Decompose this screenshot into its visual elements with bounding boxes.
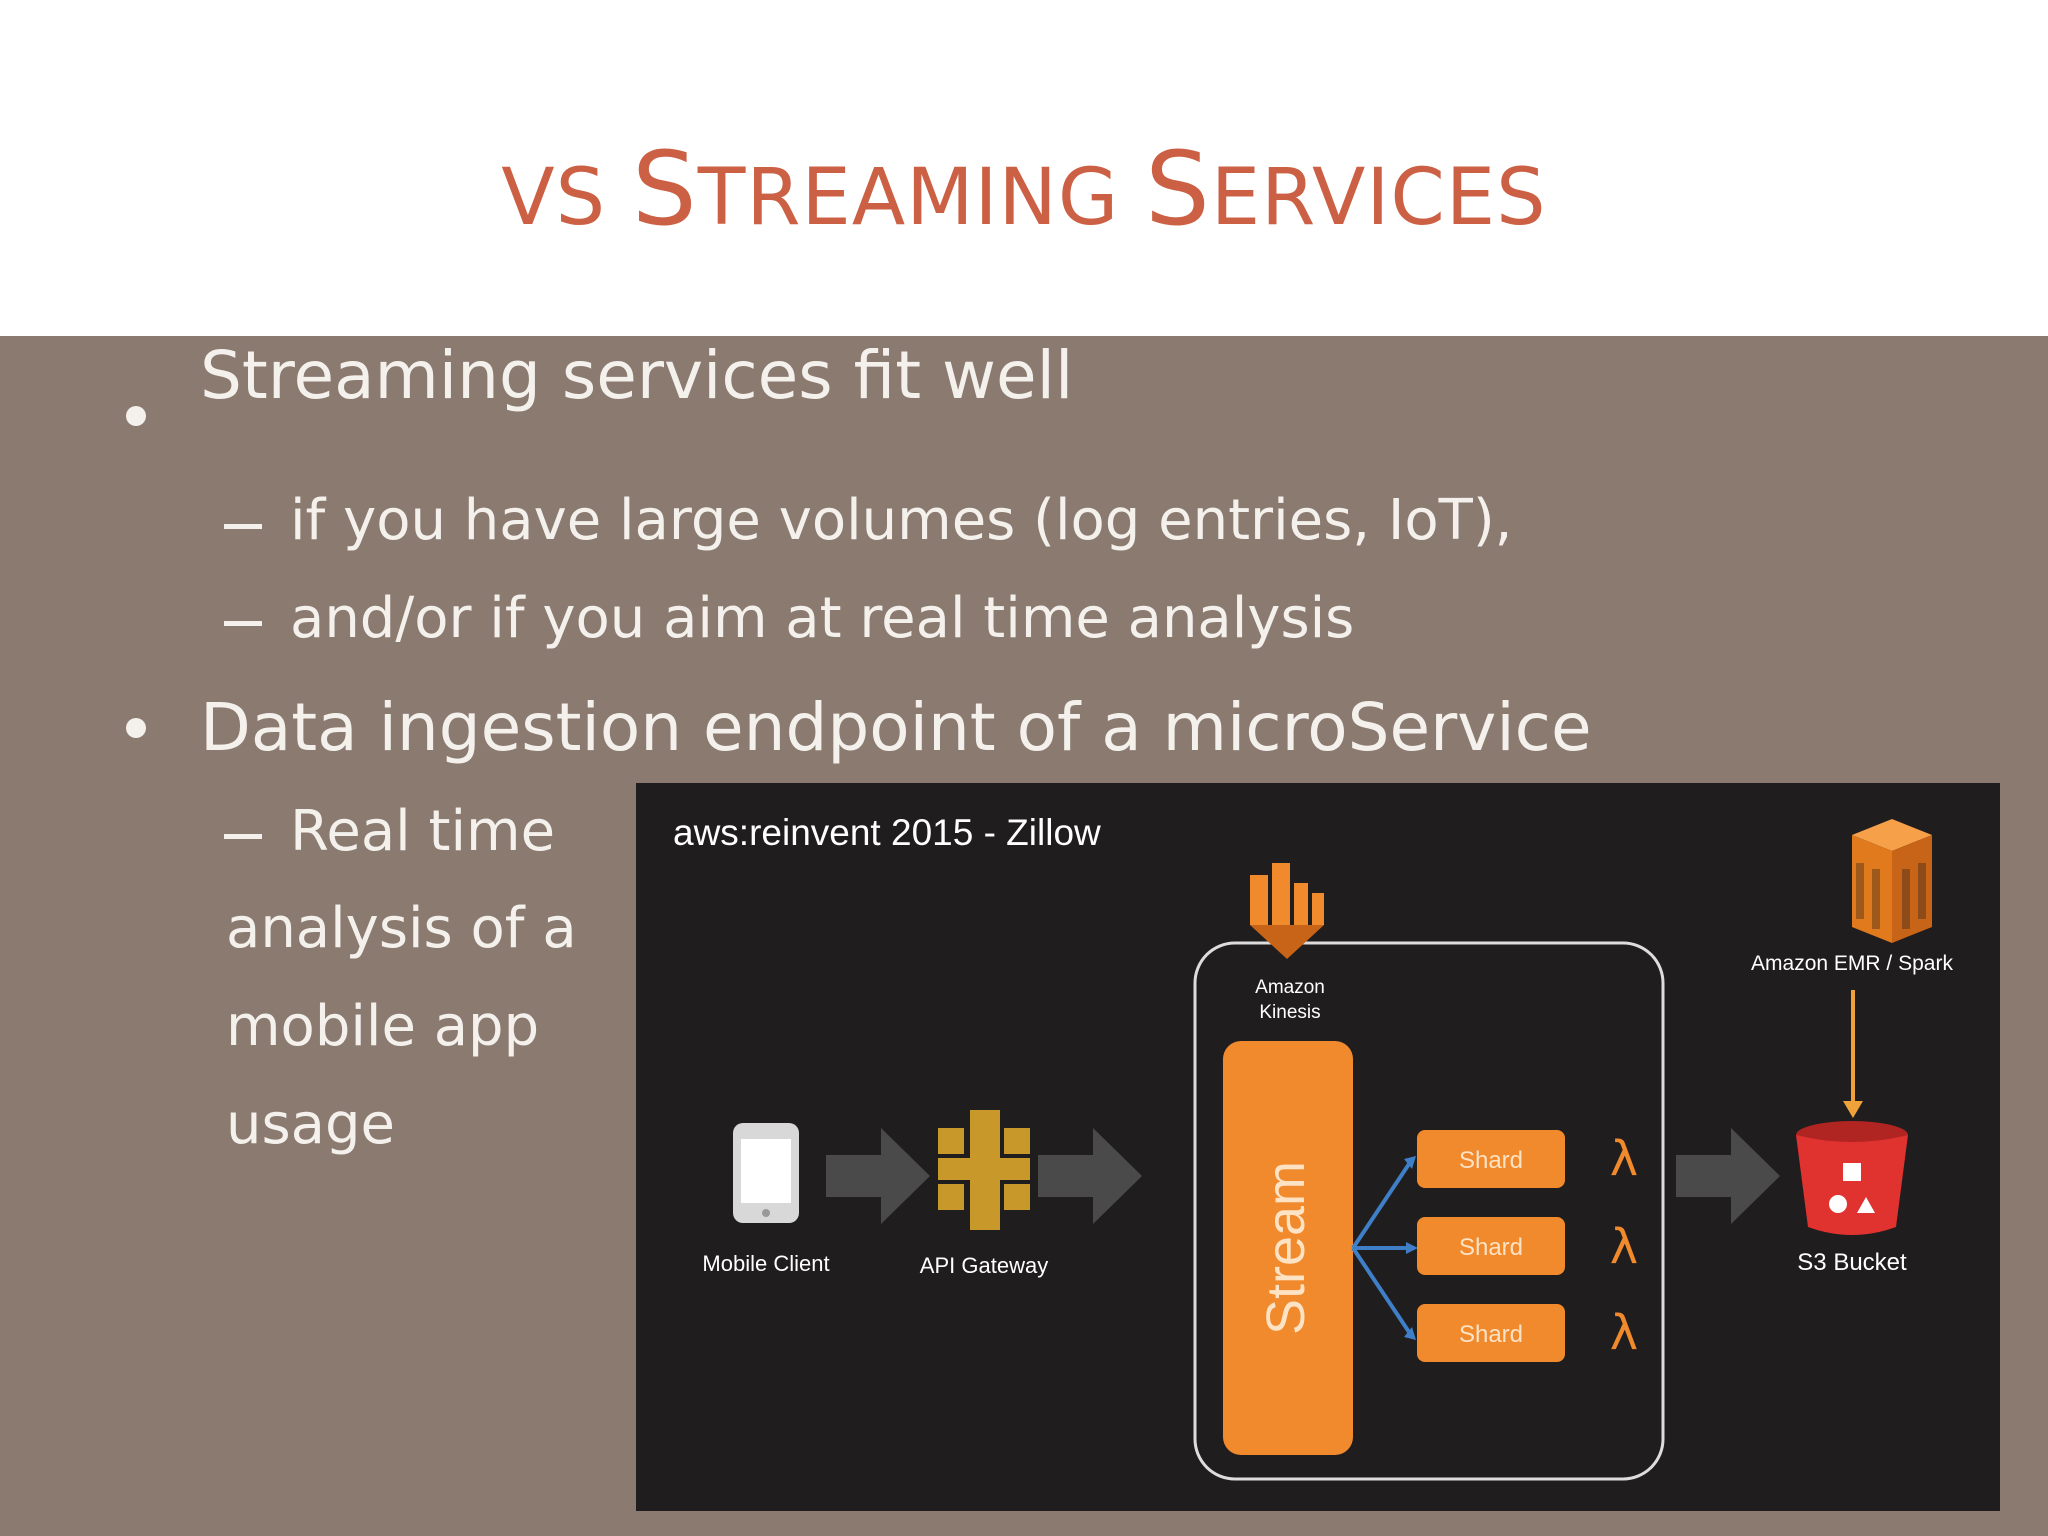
emr-label: Amazon EMR / Spark — [1751, 952, 1953, 975]
bullet-dot — [126, 718, 146, 738]
sub-bullet-dash — [224, 834, 262, 839]
flow-arrow-icon — [826, 1128, 930, 1224]
sub-bullet-real-time: and/or if you aim at real time analysis — [290, 586, 1355, 651]
title-rest-2: ERVICES — [1210, 153, 1547, 243]
title-rest-1: TREAMING — [697, 153, 1146, 243]
arrowhead-icon — [1843, 1101, 1863, 1118]
sub-bullet-dash — [224, 621, 262, 626]
api-gateway-label: API Gateway — [920, 1253, 1048, 1278]
shard-box — [1417, 1217, 1565, 1275]
lambda-icon: λ — [1610, 1305, 1638, 1361]
shard-label: Shard — [1459, 1321, 1523, 1348]
stream-bar — [1223, 1041, 1353, 1455]
shard-box — [1417, 1304, 1565, 1362]
diagram-canvas: aws:reinvent 2015 - Zillow Mobile Client… — [673, 812, 1953, 1481]
sub-bullet-large-volumes: if you have large volumes (log entries, … — [290, 488, 1513, 553]
slide-title: VS STREAMING SERVICES — [0, 135, 2048, 253]
title-cap-1: S — [631, 130, 698, 249]
api-gateway-icon — [938, 1110, 1030, 1230]
mobile-phone-icon — [733, 1123, 799, 1223]
sub-bullet-dash — [224, 524, 262, 529]
emr-icon — [1852, 819, 1932, 943]
stream-label: Stream — [1256, 1161, 1316, 1335]
kinesis-icon — [1250, 863, 1324, 959]
kinesis-label-line1: Amazon — [1255, 977, 1325, 998]
s3-bucket-icon — [1796, 1121, 1908, 1235]
diagram-caption: aws:reinvent 2015 - Zillow — [673, 812, 1101, 853]
shard-connectors — [1351, 1159, 1413, 1337]
sub-bullet-line-2: analysis of a — [226, 896, 577, 961]
shard-label: Shard — [1459, 1234, 1523, 1261]
shard-box — [1417, 1130, 1565, 1188]
sub-bullet-line-3: mobile app — [226, 994, 540, 1059]
sub-bullet-line-4: usage — [226, 1092, 395, 1157]
lambda-icon: λ — [1610, 1219, 1638, 1275]
flow-arrow-icon — [1676, 1128, 1780, 1224]
flow-arrow-icon — [1038, 1128, 1142, 1224]
arrowhead-icon — [1406, 1242, 1418, 1254]
title-prefix: VS — [501, 153, 632, 243]
kinesis-label-line2: Kinesis — [1259, 1002, 1320, 1023]
title-band: VS STREAMING SERVICES — [0, 0, 2048, 336]
lambda-icon: λ — [1610, 1131, 1638, 1187]
bullet-dot — [126, 406, 146, 426]
architecture-diagram: aws:reinvent 2015 - Zillow Mobile Client… — [636, 783, 2000, 1511]
bullet-data-ingestion: Data ingestion endpoint of a microServic… — [200, 689, 1592, 766]
mobile-client-label: Mobile Client — [702, 1251, 829, 1276]
title-cap-2: S — [1145, 130, 1211, 249]
arrowhead-icon — [1404, 1156, 1416, 1169]
sub-bullet-line-1: Real time — [290, 799, 556, 864]
bullet-streaming-services: Streaming services fit well — [200, 337, 1074, 414]
kinesis-container — [1193, 941, 1665, 1481]
arrowhead-icon — [1404, 1327, 1416, 1340]
shard-label: Shard — [1459, 1147, 1523, 1174]
s3-bucket-label: S3 Bucket — [1797, 1249, 1907, 1276]
